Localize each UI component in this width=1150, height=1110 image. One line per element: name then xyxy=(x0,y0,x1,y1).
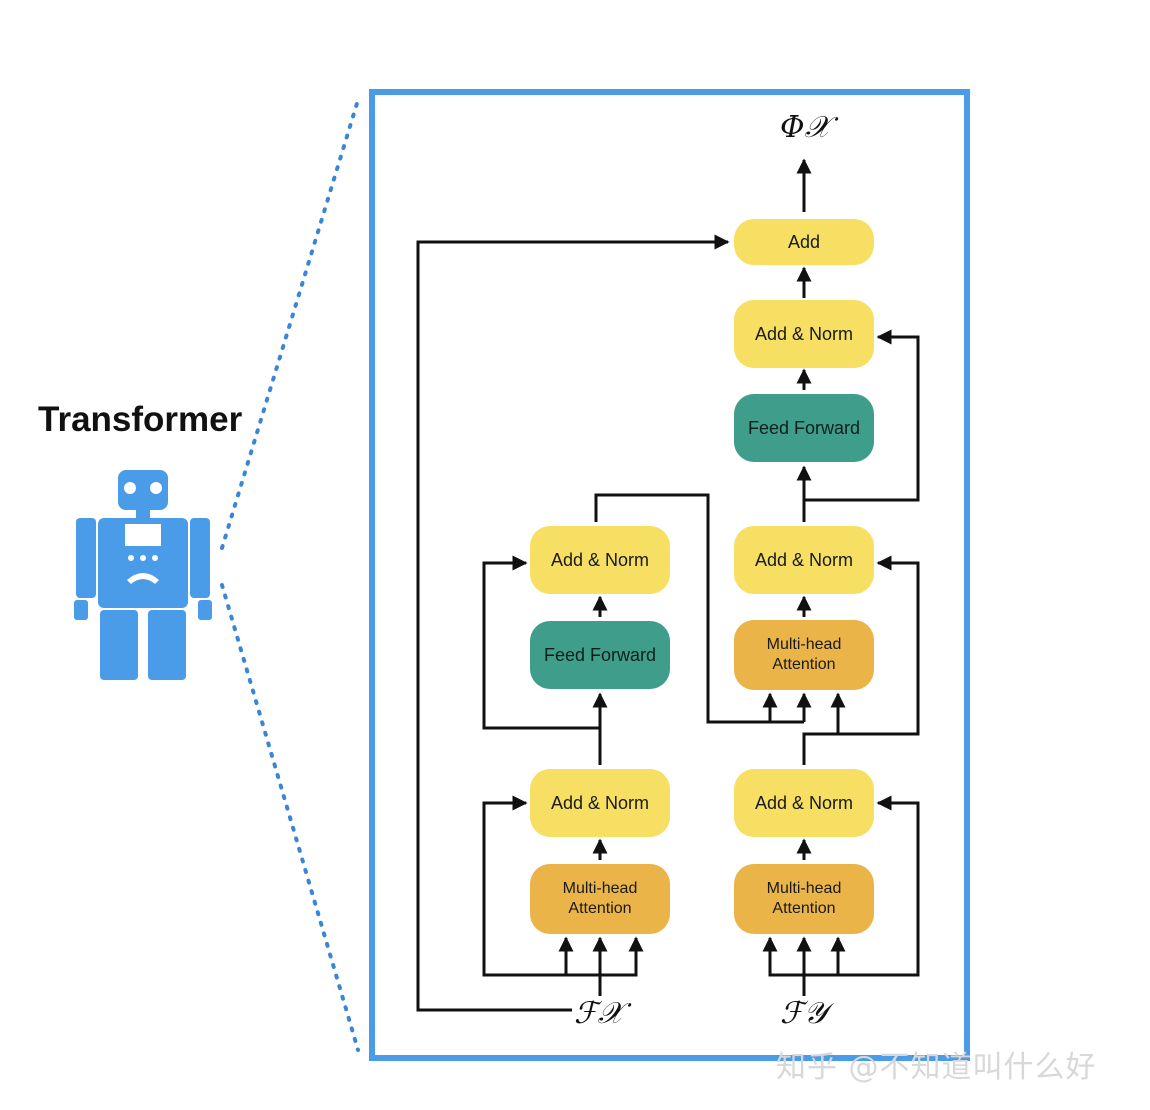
robot-icon xyxy=(74,470,212,680)
output-label: Φ𝒳 xyxy=(780,110,831,145)
self-attention-block-right: Multi-head Attention xyxy=(734,864,874,934)
self-attention-right-label-line2: Attention xyxy=(772,900,836,917)
add-norm-block-left-bottom: Add & Norm xyxy=(530,769,670,837)
add-norm-block-right-bottom: Add & Norm xyxy=(734,769,874,837)
self-attention-right-label-line1: Multi-head xyxy=(766,880,842,897)
add-norm-block-left-top: Add & Norm xyxy=(530,526,670,594)
robot-face xyxy=(124,482,162,584)
input-x-label: ℱ𝒳 xyxy=(574,996,624,1031)
connector-lines xyxy=(416,158,920,1012)
input-y-label: ℱ𝒴 xyxy=(780,996,828,1031)
self-attention-left-label-line1: Multi-head xyxy=(562,880,638,897)
add-norm-block-right-top: Add & Norm xyxy=(734,300,874,368)
final-add-block: Add xyxy=(734,219,874,265)
diagram-title: Transformer xyxy=(38,400,243,439)
zoom-connector-top xyxy=(220,98,360,550)
cross-attention-label-line2: Attention xyxy=(772,656,836,673)
self-attention-block-left: Multi-head Attention xyxy=(530,864,670,934)
feed-forward-block-left: Feed Forward xyxy=(530,621,670,689)
add-norm-block-right-middle: Add & Norm xyxy=(734,526,874,594)
cross-attention-block: Multi-head Attention xyxy=(734,620,874,690)
cross-attention-label-line1: Multi-head xyxy=(766,636,842,653)
watermark-text: 知乎 @不知道叫什么好 xyxy=(776,1050,1097,1085)
self-attention-left-label-line2: Attention xyxy=(568,900,632,917)
transformer-frame xyxy=(369,89,970,1061)
zoom-connector-bottom xyxy=(220,583,360,1052)
feed-forward-block-right: Feed Forward xyxy=(734,394,874,462)
